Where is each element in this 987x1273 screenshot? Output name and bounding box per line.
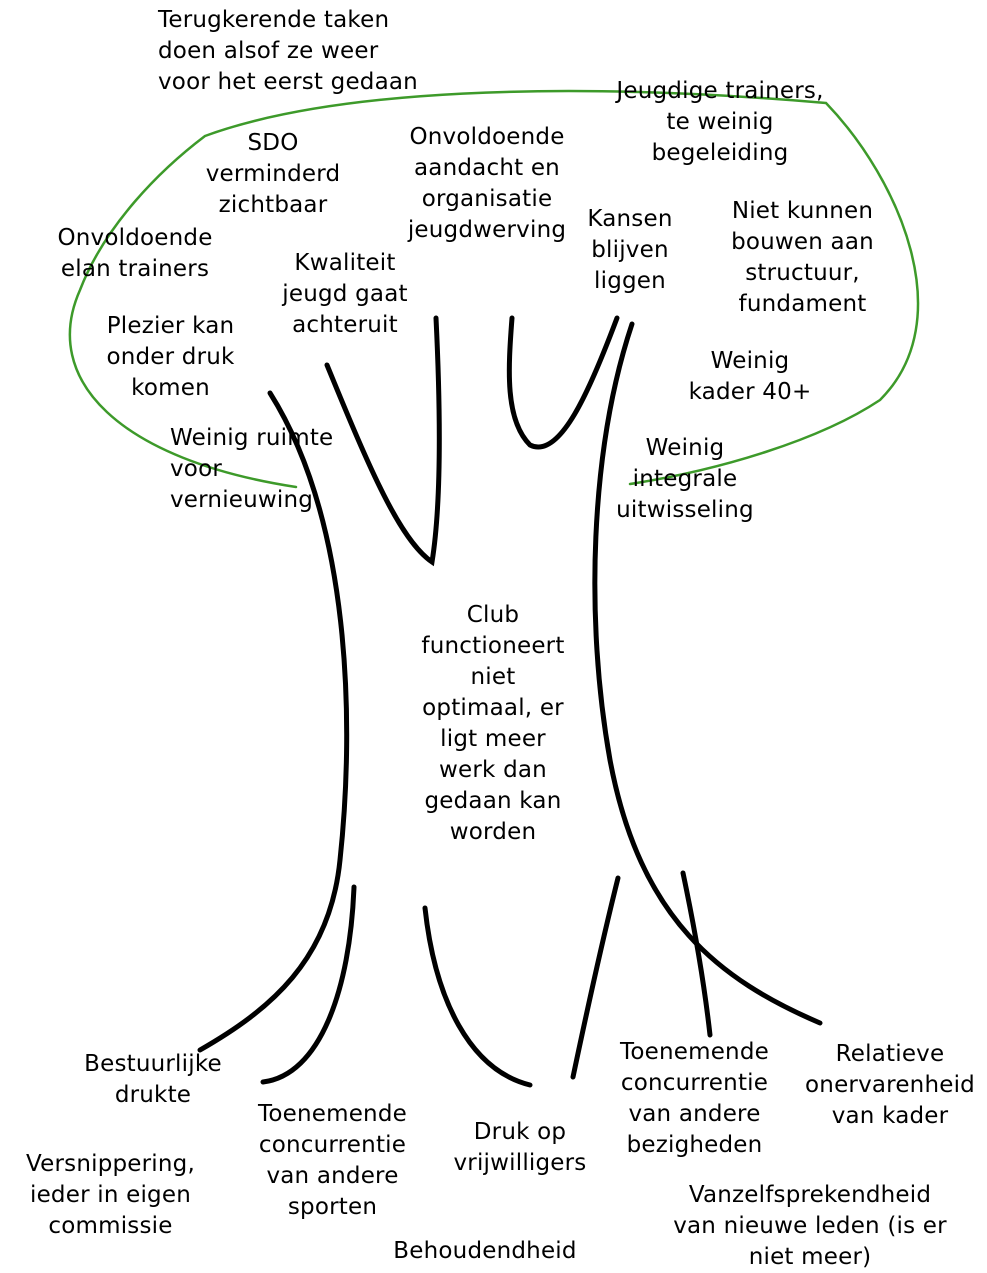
label-versnippering: Versnippering, ieder in eigen commissie	[26, 1151, 195, 1239]
label-kwaliteit-jeugd: Kwaliteit jeugd gaat achteruit	[282, 250, 408, 338]
label-weinig-ruimte: Weinig ruimte voor vernieuwing	[170, 425, 334, 513]
label-niet-kunnen-bouwen: Niet kunnen bouwen aan structuur, fundam…	[731, 198, 874, 317]
label-concurrentie-bezigheden: Toenemende concurrentie van andere bezig…	[620, 1039, 769, 1158]
label-behoudendheid: Behoudendheid	[393, 1238, 577, 1264]
label-weinig-integrale: Weinig integrale uitwisseling	[616, 435, 754, 523]
trunk-right-edge	[592, 321, 823, 1026]
label-concurrentie-sporten: Toenemende concurrentie van andere sport…	[258, 1101, 407, 1220]
branch-right	[506, 315, 620, 450]
label-druk-op-vrijwilligers: Druk op vrijwilligers	[453, 1119, 587, 1176]
trunk-left-edge	[197, 390, 350, 1053]
label-sdo-verminderd: SDO verminderd zichtbaar	[205, 130, 341, 218]
label-terugkerende-taken: Terugkerende taken doen alsof ze weer vo…	[158, 7, 418, 95]
label-weinig-kader: Weinig kader 40+	[688, 348, 812, 405]
label-bestuurlijke-drukte: Bestuurlijke drukte	[84, 1051, 222, 1108]
root-far-right	[680, 870, 713, 1038]
label-kansen-blijven: Kansen blijven liggen	[587, 206, 673, 294]
label-jeugdige-trainers: Jeugdige trainers, te weinig begeleiding	[616, 78, 824, 166]
branch-left	[324, 315, 442, 567]
label-plezier-onder-druk: Plezier kan onder druk komen	[106, 313, 235, 401]
label-onvoldoende-aandacht: Onvoldoende aandacht en organisatie jeug…	[407, 124, 567, 243]
label-vanzelfsprekendheid: Vanzelfsprekendheid van nieuwe leden (is…	[673, 1182, 947, 1270]
root-right	[570, 875, 621, 1080]
tree-trunk-lines	[197, 315, 823, 1088]
root-left	[260, 884, 357, 1085]
label-relatieve-onervarenheid: Relatieve onervarenheid van kader	[805, 1041, 975, 1129]
label-club-functioneert: Club functioneert niet optimaal, er ligt…	[421, 602, 565, 845]
crown-outline	[68, 89, 920, 489]
label-onvoldoende-elan: Onvoldoende elan trainers	[57, 225, 213, 282]
root-middle	[422, 905, 533, 1088]
